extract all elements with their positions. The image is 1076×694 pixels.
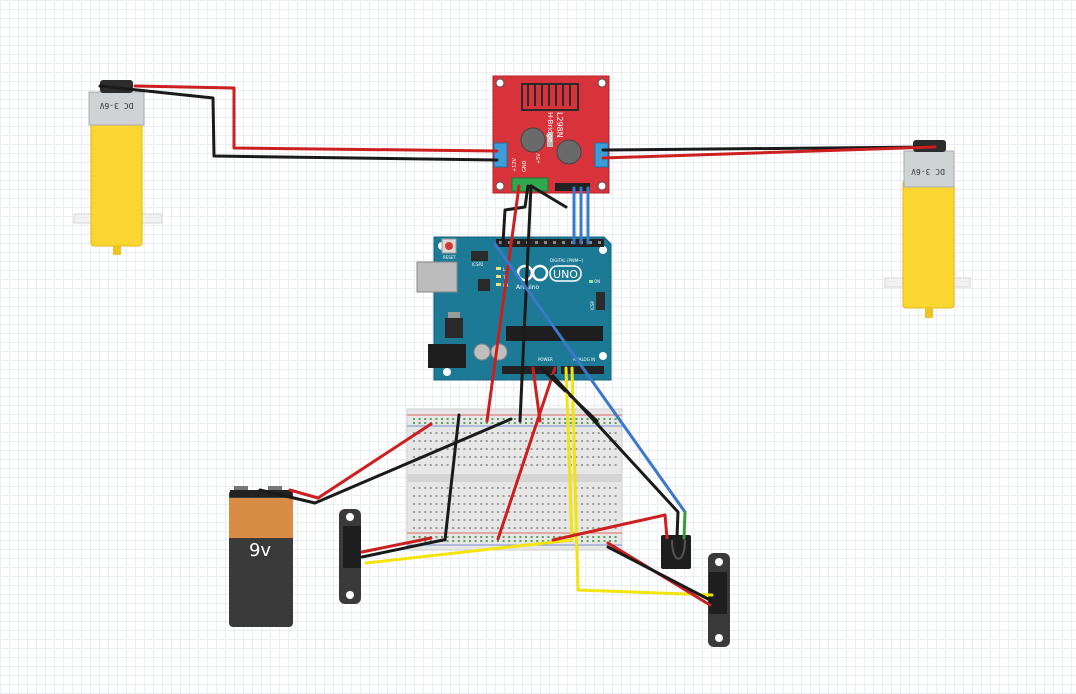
power-jack	[428, 344, 466, 368]
motor-right: DC 3-6V	[884, 140, 971, 318]
wire-red	[551, 513, 669, 542]
hbridge-pin-5v: +5V	[536, 153, 542, 164]
wire-black	[518, 184, 533, 423]
hbridge-module: L298N H-Bridge +12V GND +5V	[492, 75, 610, 194]
digital-header	[496, 239, 604, 247]
battery-9v: 9v	[229, 486, 293, 627]
power-label: POWER	[538, 357, 553, 362]
arduino-brand: Arduino	[516, 284, 540, 291]
wire-black	[551, 374, 680, 540]
capacitor	[473, 343, 491, 361]
hbridge-name: L298N	[555, 112, 564, 138]
icsp-header	[596, 292, 605, 310]
capacitor	[490, 343, 508, 361]
microcontroller-chip	[506, 326, 603, 341]
wire-red	[601, 145, 937, 160]
wire-blue	[493, 242, 687, 514]
on-label: ON	[594, 279, 600, 284]
ir-receiver	[661, 535, 691, 569]
ir-sensor-left	[339, 509, 361, 604]
capacitor	[520, 127, 546, 153]
terminal-left	[493, 142, 508, 168]
battery-label: 9v	[249, 540, 271, 561]
motor-left-label: DC 3-6V	[99, 101, 133, 110]
usb-port	[416, 261, 458, 293]
wire-black	[443, 413, 461, 542]
arduino-model: UNO	[553, 268, 578, 281]
arduino-uno: RESET ICSP2 DIGITAL (PWM~) UNO Arduino T…	[416, 236, 612, 381]
wire-red	[288, 422, 433, 500]
wire-red	[133, 84, 499, 153]
wire-red	[360, 536, 433, 554]
l-label: L	[503, 267, 506, 272]
breadboard	[406, 408, 623, 551]
icsp2-label: ICSP2	[472, 262, 484, 267]
ir-sensor-right	[708, 553, 730, 647]
wire-black	[258, 417, 513, 505]
arduino-logo-icon	[516, 264, 549, 282]
wire-black	[529, 184, 568, 209]
hbridge-pin-gnd: GND	[522, 160, 528, 172]
icsp2-header	[471, 251, 488, 261]
motor-right-label: DC 3-6V	[911, 167, 945, 176]
wire-black	[98, 84, 499, 162]
reset-label: RESET	[443, 255, 456, 260]
wires	[98, 84, 937, 607]
wire-yellow	[364, 366, 574, 565]
hbridge-subtitle: H-Bridge	[546, 112, 554, 142]
motor-left: DC 3-6V	[73, 80, 163, 255]
wire-black	[360, 538, 445, 559]
analog-label: ANALOG IN	[573, 357, 595, 362]
wire-red	[485, 184, 521, 423]
wire-red	[496, 366, 557, 541]
wire-black	[606, 545, 712, 602]
digital-label: DIGITAL (PWM~)	[550, 258, 584, 263]
wire-yellow	[570, 366, 714, 597]
icsp-label: ICSP	[590, 300, 595, 310]
capacitor	[556, 139, 582, 165]
wire-green	[682, 510, 687, 540]
terminal-right	[594, 142, 609, 168]
power-header	[502, 366, 557, 374]
hbridge-pin-12v: +12V	[512, 157, 518, 172]
